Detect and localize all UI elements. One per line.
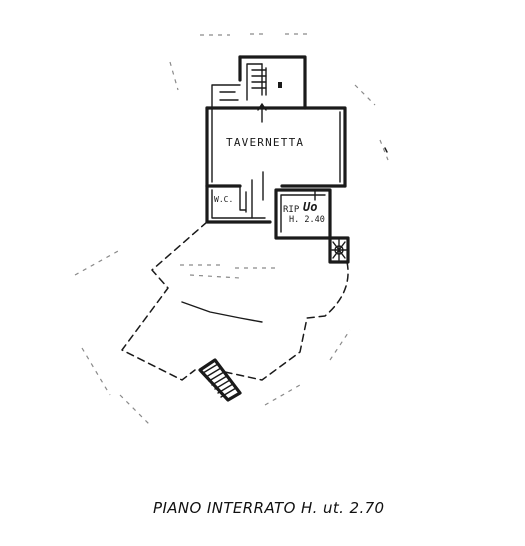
rip-height-label: H. 2.40 <box>289 215 325 225</box>
spiral-stair <box>328 236 350 264</box>
column-marker <box>278 82 282 88</box>
wc-label: W.C. <box>214 195 233 204</box>
terrace-faint-text <box>180 264 275 279</box>
top-faint-marks <box>200 33 310 36</box>
outer-faint-marks <box>74 61 389 426</box>
terrace-outline <box>121 221 349 381</box>
rip-label: RIP <box>283 205 300 215</box>
tavernetta-label: TAVERNETTA <box>226 136 304 149</box>
upper-stair-room <box>211 55 307 123</box>
rip-note: Uo <box>303 200 317 214</box>
entrance-stair <box>198 358 242 402</box>
plan-caption: PIANO INTERRATO H. ut. 2.70 <box>153 499 385 517</box>
tavernetta-room <box>205 106 347 201</box>
